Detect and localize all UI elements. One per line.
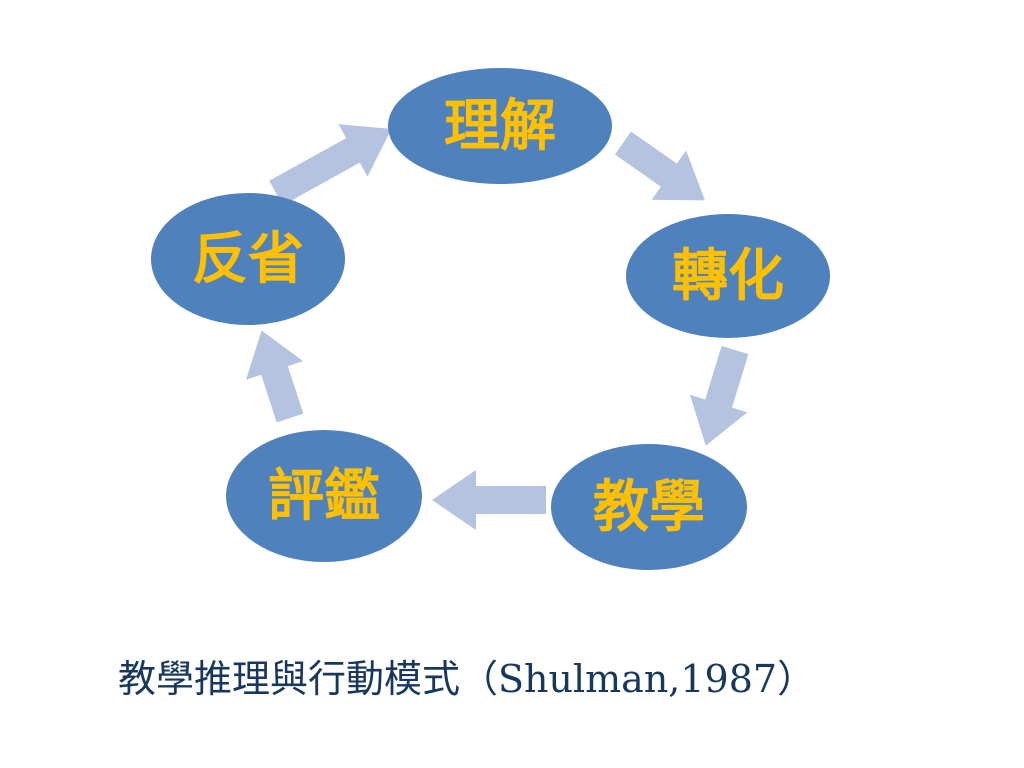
arrow-transformation-to-instruction [689, 345, 749, 446]
node-understanding-label: 理解 [444, 93, 556, 159]
node-instruction-label: 教學 [593, 474, 705, 540]
node-reflection: 反省 [151, 193, 345, 325]
node-understanding-ellipse [388, 68, 612, 184]
arrow-reflection-to-understanding [269, 124, 392, 206]
node-understanding: 理解 [388, 68, 612, 184]
arrow-instruction-to-evaluation [432, 470, 546, 530]
node-transformation: 轉化 [626, 214, 830, 338]
node-instruction: 教學 [551, 444, 747, 570]
cycle-arrows [246, 124, 749, 530]
node-reflection-ellipse [151, 193, 345, 325]
node-transformation-label: 轉化 [672, 243, 784, 309]
node-transformation-ellipse [626, 214, 830, 338]
node-evaluation: 評鑑 [226, 430, 422, 562]
node-reflection-label: 反省 [192, 226, 304, 292]
diagram-caption: 教學推理與行動模式（Shulman,1987） [118, 657, 816, 701]
arrow-evaluation-to-reflection [246, 330, 304, 423]
arrow-understanding-to-transformation [614, 131, 705, 201]
node-evaluation-label: 評鑑 [268, 463, 380, 529]
node-evaluation-ellipse [226, 430, 422, 562]
node-instruction-ellipse [551, 444, 747, 570]
